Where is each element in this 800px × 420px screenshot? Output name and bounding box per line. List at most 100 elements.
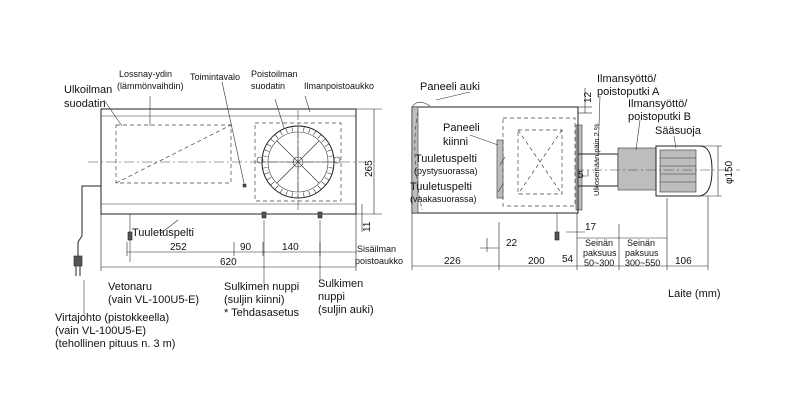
- wall-edge: [575, 124, 583, 211]
- shutter-knob-open: [317, 211, 323, 219]
- indoor-exhaust-label-2: poistoaukko: [355, 256, 403, 266]
- fan-blade: [328, 155, 334, 157]
- damper-horizontal-label-2: (vaakasuorassa): [410, 194, 477, 204]
- panel-closed-label-1: Paneeli: [443, 122, 480, 134]
- side-view-labels: Paneeli auki Paneeli kiinni Tuuletuspelt…: [410, 73, 735, 300]
- dim-140: 140: [282, 242, 299, 253]
- power-cord-label-2: (vain VL-100U5-E): [55, 325, 146, 337]
- indicator-light: [242, 183, 247, 188]
- fan-blade: [270, 138, 275, 143]
- fan-blade: [321, 181, 326, 186]
- shutter-closed-label-1: Sulkimen nuppi: [224, 281, 299, 293]
- fan-blade: [274, 185, 279, 190]
- power-cord: [77, 185, 101, 256]
- exhaust-filter-label-2: suodatin: [251, 81, 285, 91]
- fan-blade: [264, 149, 269, 152]
- duct-a-label-2: poistoputki A: [597, 86, 660, 98]
- fan-blade: [327, 172, 332, 175]
- shutter-knob-closed: [261, 211, 267, 219]
- shutter-closed-label-3: * Tehdasasetus: [224, 307, 300, 319]
- dim-54: 54: [562, 254, 574, 265]
- wall-thickness-2-label-3: 300~550: [625, 258, 660, 268]
- damper-label: Tuuletuspelti: [132, 227, 194, 239]
- fan-blade: [327, 149, 332, 152]
- panel-closed-label-2: kiinni: [443, 136, 468, 148]
- fan-blade: [266, 143, 272, 147]
- fan-blade: [270, 181, 275, 186]
- duct-b-label-1: Ilmansyöttö/: [628, 98, 688, 110]
- unit-label: Laite (mm): [668, 288, 721, 300]
- duct-b-label-2: poistoputki B: [628, 111, 691, 123]
- dim-17: 17: [585, 222, 597, 233]
- weather-cover: [655, 145, 713, 197]
- damper-vertical-label-2: (pystysuorassa): [414, 166, 478, 176]
- front-view-labels: Ulkoilman suodatin Lossnay-ydin (lämmönv…: [55, 69, 403, 350]
- lossnay-core-label-2: (lämmönvaihdin): [117, 81, 184, 91]
- fan-blade: [303, 126, 305, 132]
- dim-265: 265: [364, 160, 375, 177]
- dim-90: 90: [240, 242, 252, 253]
- fan-blade: [328, 167, 334, 169]
- dim-226: 226: [444, 256, 461, 267]
- dim-12: 12: [583, 91, 594, 103]
- fan-blade: [291, 192, 293, 198]
- pull-cord-label-2: (vain VL-100U5-E): [108, 294, 199, 306]
- fan-blade: [313, 130, 317, 136]
- fan-blade: [279, 130, 283, 136]
- wall-thickness-1-label-1: Seinän: [585, 238, 613, 248]
- damper-horizontal-label-1: Tuuletuspelti: [410, 181, 472, 193]
- fan-blade: [291, 126, 293, 132]
- fan-blade: [262, 155, 268, 157]
- indicator-light-label: Toimintavalo: [190, 72, 240, 82]
- fan-blade: [324, 143, 330, 147]
- damper-vertical-label-1: Tuuletuspelti: [415, 153, 477, 165]
- wall-thickness-1-label-3: 50~300: [584, 258, 614, 268]
- fan-blade: [264, 172, 269, 175]
- damper-housing: [502, 117, 576, 207]
- exhaust-filter-label-1: Poistoilman: [251, 69, 298, 79]
- lossnay-core-label-1: Lossnay-ydin: [119, 69, 172, 79]
- fan-blade: [285, 191, 288, 196]
- shutter-open-label-2: nuppi: [318, 291, 345, 303]
- weather-cover-grill: [659, 149, 697, 193]
- dim-252: 252: [170, 242, 187, 253]
- lossnay-core: [115, 124, 232, 184]
- fan-blade: [313, 188, 317, 194]
- outdoor-filter-label-2: suodatin: [64, 98, 106, 110]
- dim-22: 22: [506, 238, 518, 249]
- outdoor-slope-label: Ulkoseinään päin 2 %: [592, 123, 601, 196]
- outdoor-filter-label-1: Ulkoilman: [64, 84, 112, 96]
- fan-blade: [321, 138, 326, 143]
- dim-106: 106: [675, 256, 692, 267]
- fan-blade: [303, 192, 305, 198]
- dim-200: 200: [528, 256, 545, 267]
- front-view: [73, 81, 382, 315]
- shutter-open-label-1: Sulkimen: [318, 278, 363, 290]
- wall-thickness-2-label-1: Seinän: [627, 238, 655, 248]
- shutter-open-label-3: (suljin auki): [318, 304, 374, 316]
- fan-blade: [274, 134, 279, 139]
- exhaust-port-label: Ilmanpoistoaukko: [304, 81, 374, 91]
- fan-blade: [285, 128, 288, 133]
- duct-b: [617, 147, 657, 191]
- wall-thickness-1-label-2: paksuus: [583, 248, 617, 258]
- fan-blades: [262, 126, 334, 198]
- fan-blade: [324, 177, 330, 181]
- damper-vertical: [496, 139, 504, 199]
- dim-5: 5: [578, 170, 584, 181]
- fan-blade: [279, 188, 283, 194]
- weather-cover-label: Sääsuoja: [655, 125, 702, 137]
- side-view: [411, 88, 740, 270]
- fan-blade: [308, 128, 311, 133]
- dim-11: 11: [362, 221, 373, 232]
- fan-blade: [317, 185, 322, 190]
- power-cord-label-3: (tehollinen pituus n. 3 m): [55, 338, 175, 350]
- fan-blade: [266, 177, 272, 181]
- pull-cord-label-1: Vetonaru: [108, 281, 152, 293]
- duct-a-label-1: Ilmansyöttö/: [597, 73, 657, 85]
- fan-blade: [262, 167, 268, 169]
- fan-blade: [308, 191, 311, 196]
- indoor-exhaust-label-1: Sisäilman: [357, 244, 396, 254]
- wall-thickness-2-label-2: paksuus: [625, 248, 659, 258]
